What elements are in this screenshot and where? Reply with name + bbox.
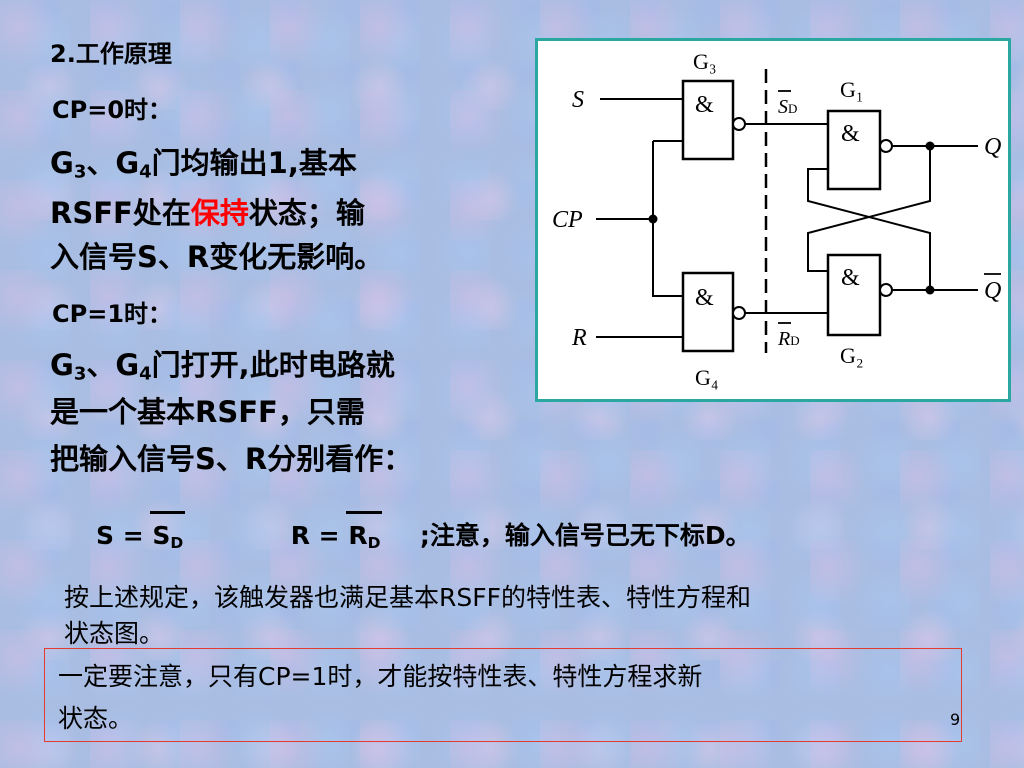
g3-output-bubble [732,117,746,131]
qbar-junction-dot [925,285,935,295]
input-r-label: R [571,325,587,351]
keep-state-highlight: 保持 [190,196,249,230]
cp-junction-dot [648,214,658,224]
rd-symbol: RD [346,511,383,552]
g3-subscript: 3 [73,363,87,385]
cp1-line3: 把输入信号S、R分别看作： [50,442,413,476]
g2-and-symbol: & [841,265,860,291]
g3-text: G [50,348,74,382]
gate-g3 [681,79,735,161]
g4-subscript: 4 [139,161,152,183]
g4-output-bubble [732,306,746,320]
g4-and-symbol: & [695,285,714,311]
g1-and-symbol: & [841,121,860,147]
g4-subscript: 4 [139,363,152,385]
gate-g3-name: G₃ [693,49,717,74]
equation-note: ;注意，输入信号已无下标D。 [419,521,751,550]
gate-g1-name: G₁ [840,77,864,102]
cp0-line1-rest: 门均输出1,基本 [151,146,357,180]
cp1-line2: 是一个基本RSFF，只需 [50,395,365,429]
gate-g2-name: G₂ [840,343,864,368]
cp0-line2-pre: RSFF处在 [50,196,191,230]
gate-g2 [826,253,882,337]
equation-line: S = SD R = RD ;注意，输入信号已无下标D。 [96,511,751,552]
warning-box [44,648,962,742]
cp1-line1: G3、G4门打开,此时电路就 [50,342,395,384]
input-s-label: S [572,87,584,113]
rd-label: RD [777,328,800,350]
cp0-line2: RSFF处在保持状态；输 [50,190,365,232]
cp0-line1: G3、G4门均输出1,基本 [50,140,357,182]
gate-g1 [826,109,882,191]
g4-text: G [115,348,140,382]
sd-label: SD [778,96,797,118]
r-equals: R = [290,521,349,550]
cp1-label: CP=1时： [52,300,173,328]
circuit-svg: G₃ G₁ G₂ G₄ & & & & S CP R Q Q SD RD [552,49,1001,390]
gate-g4-name: G₄ [695,365,719,390]
warning-line2: 状态。 [58,704,134,733]
paragraph-line2: 状态图。 [64,619,165,648]
g4-text: G [115,146,140,180]
q-junction-dot [925,141,935,151]
cp1-line1-rest: 门打开,此时电路就 [151,348,395,382]
gate-g4 [681,271,735,353]
g2-output-bubble [879,283,893,297]
page-number: 9 [950,710,961,729]
output-qbar-label: Q [984,278,1001,304]
cp0-line3: 入信号S、R变化无影响。 [50,240,384,274]
warning-line1: 一定要注意，只有CP=1时，才能按特性表、特性方程求新 [58,662,703,691]
g1-output-bubble [879,139,893,153]
cp0-label: CP=0时： [52,96,173,124]
s-equals: S = [96,521,153,550]
input-cp-label: CP [552,207,583,233]
separator: 、 [86,146,116,180]
g3-subscript: 3 [73,161,87,183]
g3-text: G [50,146,74,180]
rs-flip-flop-circuit-diagram: G₃ G₁ G₂ G₄ & & & & S CP R Q Q SD RD [535,38,1011,402]
cp0-line2-post: 状态；输 [248,196,365,230]
sd-symbol: SD [150,511,186,552]
separator: 、 [86,348,116,382]
output-q-label: Q [984,134,1001,160]
paragraph-line1: 按上述规定，该触发器也满足基本RSFF的特性表、特性方程和 [64,583,752,612]
slide-heading: 2.工作原理 [50,40,172,68]
g3-and-symbol: & [695,92,714,118]
